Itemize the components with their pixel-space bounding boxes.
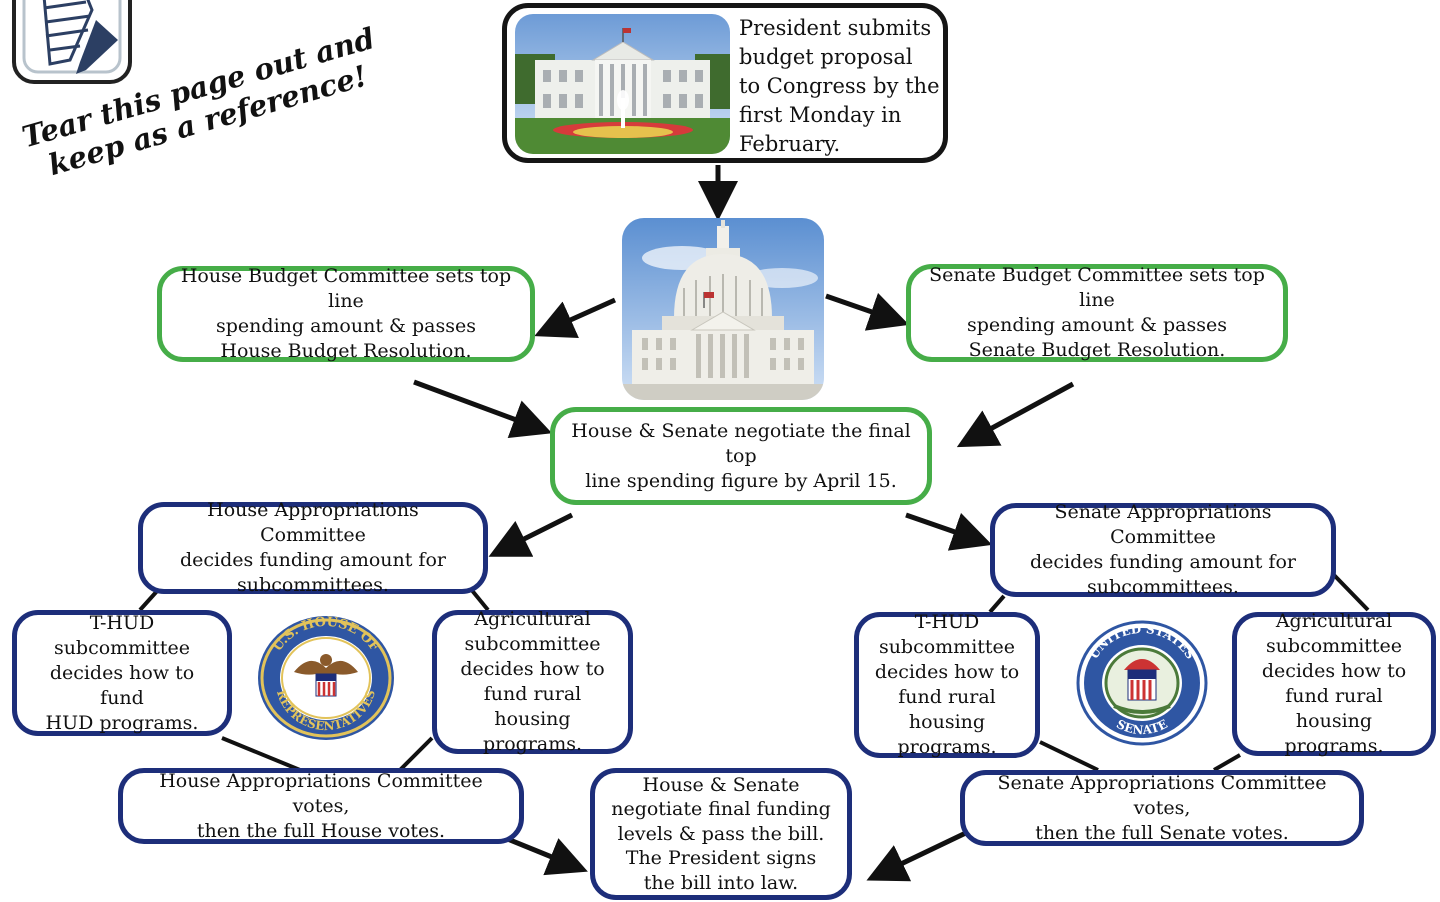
house-seal-icon: U.S. HOUSE OF REPRESENTATIVES: [258, 615, 394, 740]
house-appropriations-box: House Appropriations Committee decides f…: [138, 499, 488, 596]
house-votes-box: House Appropriations Committee votes, th…: [118, 768, 524, 844]
senate-thud-subcommittee-text: T-HUD subcommittee decides how to fund r…: [874, 611, 1020, 758]
link-senate-approps-thud: [988, 594, 1006, 614]
house-budget-committee-text: House Budget Committee sets top line spe…: [180, 265, 512, 362]
senate-votes-text: Senate Appropriations Committee votes, t…: [997, 771, 1327, 844]
notepad-icon: [12, 0, 132, 84]
house-thud-subcommittee-box: T-HUD subcommittee decides how to fund H…: [12, 610, 232, 736]
final-law-box: House & Senate negotiate final funding l…: [590, 768, 852, 900]
house-appropriations-text: House Appropriations Committee decides f…: [180, 499, 446, 596]
link-senate-ag-votes: [1213, 753, 1241, 772]
arrow-house-budget-to-negotiate: [413, 379, 553, 439]
negotiate-topline-text: House & Senate negotiate the final top l…: [571, 419, 911, 492]
president-proposal-text: President submits budget proposal to Con…: [739, 16, 940, 156]
house-ag-subcommittee-text: Agricultural subcommittee decides how to…: [460, 608, 605, 755]
link-house-approps-ag: [468, 586, 490, 612]
house-thud-subcommittee-text: T-HUD subcommittee decides how to fund H…: [45, 611, 199, 734]
senate-budget-committee-box: Senate Budget Committee sets top line sp…: [906, 264, 1288, 362]
senate-ag-subcommittee-text: Agricultural subcommittee decides how to…: [1261, 610, 1407, 757]
president-proposal-box: President submits budget proposal to Con…: [502, 3, 948, 163]
capitol-photo: [622, 218, 824, 400]
arrow-congress-to-senate-budget: [825, 292, 910, 331]
senate-ag-subcommittee-box: Agricultural subcommittee decides how to…: [1232, 610, 1436, 757]
senate-appropriations-text: Senate Appropriations Committee decides …: [1030, 501, 1296, 598]
senate-votes-box: Senate Appropriations Committee votes, t…: [960, 770, 1364, 846]
senate-thud-subcommittee-box: T-HUD subcommittee decides how to fund r…: [854, 611, 1040, 758]
arrow-senate-votes-to-final: [866, 827, 974, 882]
link-house-approps-thud: [138, 588, 160, 612]
link-senate-approps-ag: [1331, 572, 1370, 612]
arrow-negotiate-to-senate-approps: [905, 512, 993, 551]
link-senate-thud-votes: [1039, 740, 1099, 772]
arrow-house-votes-to-final: [504, 835, 588, 876]
arrow-negotiate-to-house-approps: [488, 512, 574, 557]
senate-seal-icon: UNITED STATES SENATE: [1076, 620, 1208, 746]
senate-appropriations-box: Senate Appropriations Committee decides …: [990, 501, 1336, 598]
arrow-senate-budget-to-negotiate: [956, 381, 1075, 448]
house-ag-subcommittee-box: Agricultural subcommittee decides how to…: [432, 608, 633, 755]
senate-budget-committee-text: Senate Budget Committee sets top line sp…: [929, 264, 1265, 361]
negotiate-topline-box: House & Senate negotiate the final top l…: [550, 407, 932, 505]
white-house-photo: [515, 14, 730, 154]
svg-text:SENATE: SENATE: [1114, 717, 1170, 737]
final-law-text: House & Senate negotiate final funding l…: [611, 773, 831, 894]
house-budget-committee-box: House Budget Committee sets top line spe…: [157, 265, 535, 362]
senate-seal-bottom-text: SENATE: [1114, 717, 1170, 737]
house-votes-text: House Appropriations Committee votes, th…: [159, 769, 483, 842]
link-house-ag-votes: [398, 736, 434, 772]
link-house-thud-votes: [221, 736, 301, 772]
arrow-congress-to-house-budget: [534, 297, 617, 339]
